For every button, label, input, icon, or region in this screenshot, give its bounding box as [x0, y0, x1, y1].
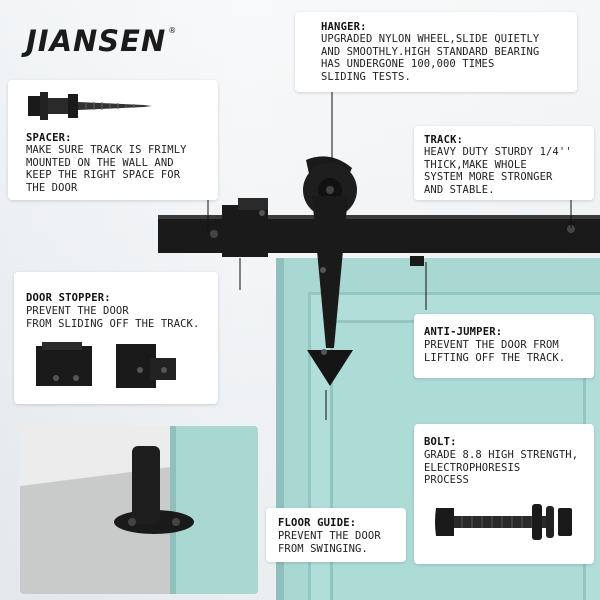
anti-jumper-title: ANTI-JUMPER: [424, 326, 503, 338]
bolt-description: GRADE 8.8 HIGH STRENGTH, ELECTROPHORESIS… [424, 449, 579, 486]
registered-mark: ® [168, 26, 178, 35]
anti-jumper-description: PREVENT THE DOOR FROM LIFTING OFF THE TR… [424, 339, 566, 364]
door-stopper-description: PREVENT THE DOOR FROM SLIDING OFF THE TR… [26, 305, 200, 330]
track-highlight [158, 215, 600, 219]
door-edge [276, 258, 284, 600]
anti-jumper-part [410, 256, 424, 266]
track-card: TRACK: Heavy duty sturdy 1/4'' thick,mak… [414, 126, 594, 200]
floor-guide-title: FLOOR GUIDE: [278, 517, 357, 529]
track-bolt-icon [567, 225, 575, 233]
bolt-icon [435, 504, 572, 540]
door-stopper-card: DOOR STOPPER: PREVENT THE DOOR FROM SLID… [14, 272, 218, 404]
spacer-icon [28, 92, 152, 120]
bolt-card: BOLT: GRADE 8.8 HIGH STRENGTH, ELECTROPH… [414, 424, 594, 564]
door-stopper-title: DOOR STOPPER: [26, 292, 111, 304]
hanger-card: HANGER: UPGRADED NYLON WHEEL,SLIDE QUIET… [295, 12, 577, 92]
floor-guide-card: FLOOR GUIDE: PREVENT THE DOOR FROM SWING… [266, 508, 406, 562]
spacer-card: SPACER: MAKE SURE TRACK IS FRIMLY MOUNTE… [8, 80, 218, 200]
floor-guide-description: PREVENT THE DOOR FROM SWINGING. [278, 530, 381, 555]
door-stopper-on-track [210, 198, 268, 257]
track-title: TRACK: [424, 134, 464, 146]
spacer-title: SPACER: [26, 132, 72, 144]
hanger-description: UPGRADED NYLON WHEEL,SLIDE QUIETLY AND S… [321, 33, 540, 83]
bolt-title: BOLT: [424, 436, 457, 448]
anti-jumper-card: ANTI-JUMPER: PREVENT THE DOOR FROM LIFTI… [414, 314, 594, 378]
floor-guide-photo [20, 426, 258, 594]
door-stopper-icon [36, 342, 176, 388]
hanger-title: HANGER: [321, 21, 367, 33]
hanger-strap [303, 156, 357, 386]
brand-logo: JIANSEN® [26, 24, 177, 58]
floor-guide-illustration [20, 426, 258, 594]
track-description: Heavy duty sturdy 1/4'' thick,make whole… [424, 146, 572, 196]
spacer-description: MAKE SURE TRACK IS FRIMLY MOUNTED ON THE… [26, 144, 187, 194]
brand-logo-text: JIANSEN [26, 24, 167, 58]
